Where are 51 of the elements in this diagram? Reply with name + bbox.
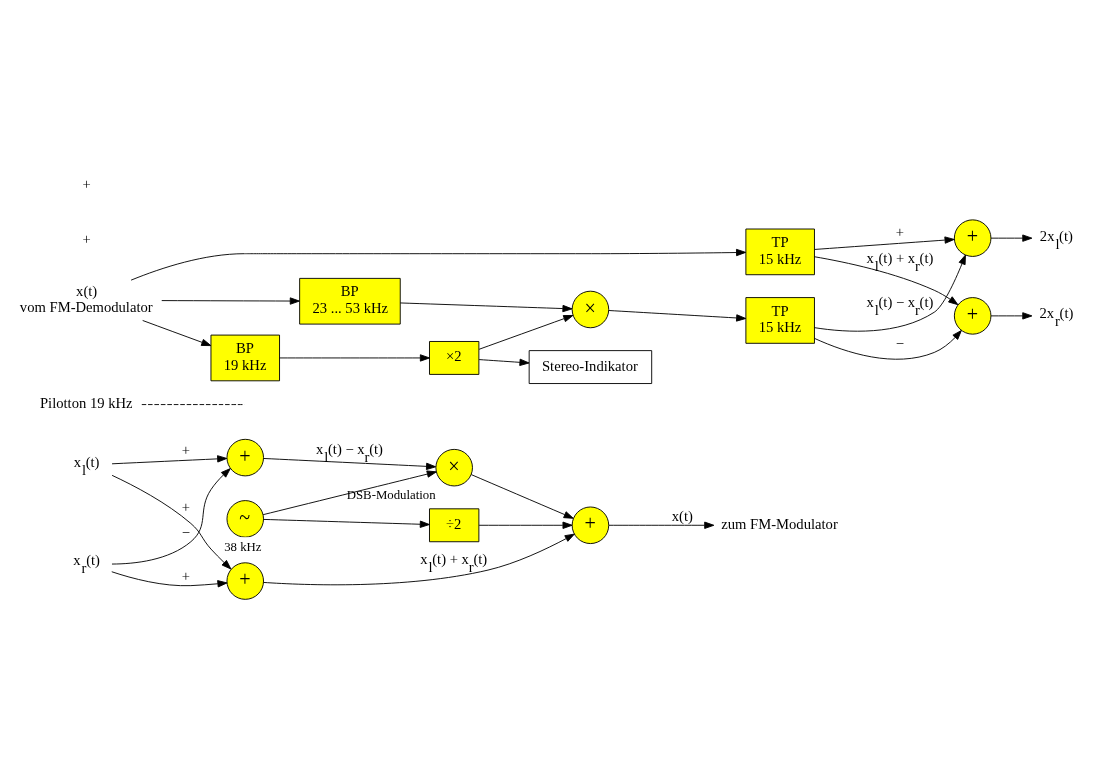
node-circle: × (435, 448, 473, 486)
arrow (608, 521, 715, 529)
arrow (478, 521, 573, 529)
arrow (814, 255, 959, 305)
node-circle: + (953, 296, 992, 335)
label: + (82, 230, 91, 247)
node-text: Pilotton 19 kHz (39, 394, 133, 411)
arrow (263, 518, 430, 528)
node-box: ×2 (429, 340, 480, 375)
arrow (399, 302, 573, 312)
edge-label: − (181, 523, 190, 540)
arrow (470, 473, 574, 519)
arrow (990, 311, 1033, 320)
arrow (130, 248, 747, 281)
arrow (478, 358, 530, 366)
arrow (263, 457, 437, 470)
node-label: DSB-Modulation (346, 487, 436, 502)
node-box: Stereo-Indikator (528, 349, 653, 384)
node-box: ÷2 (429, 507, 480, 542)
arrow (814, 254, 966, 332)
node-circle: + (226, 561, 264, 600)
arrow (478, 314, 574, 350)
arrow (111, 570, 228, 587)
connector (141, 403, 245, 405)
arrow (142, 319, 212, 346)
node-circle: + (226, 438, 264, 476)
edge-label: + (181, 441, 190, 458)
node-circle: + (571, 506, 610, 544)
node-box: BP 23 ... 53 kHz (299, 277, 401, 325)
node-text: x(t) vom FM-Demodulator (19, 282, 153, 315)
node-box: TP 15 kHz (745, 296, 815, 344)
arrow (111, 454, 228, 464)
arrow (263, 533, 575, 585)
arrow (814, 329, 962, 360)
node-circle: + (953, 218, 992, 257)
node-label: 38 kHz (224, 539, 262, 554)
arrow (814, 235, 955, 250)
arrow (608, 309, 747, 322)
edge-label: + (181, 567, 190, 584)
edge-label: + (895, 223, 905, 240)
edge-label: − (895, 334, 905, 351)
arrow (990, 234, 1033, 242)
arrow (161, 296, 300, 305)
arrow (279, 353, 430, 362)
node-circle: × (571, 290, 610, 328)
edge-label: + (181, 498, 190, 515)
node-text: zum FM-Modulator (721, 515, 838, 532)
node-box: TP 15 kHz (745, 228, 815, 275)
label: + (82, 175, 91, 192)
node-box: BP 19 kHz (210, 334, 280, 381)
edge-label: x(t) (671, 507, 693, 524)
